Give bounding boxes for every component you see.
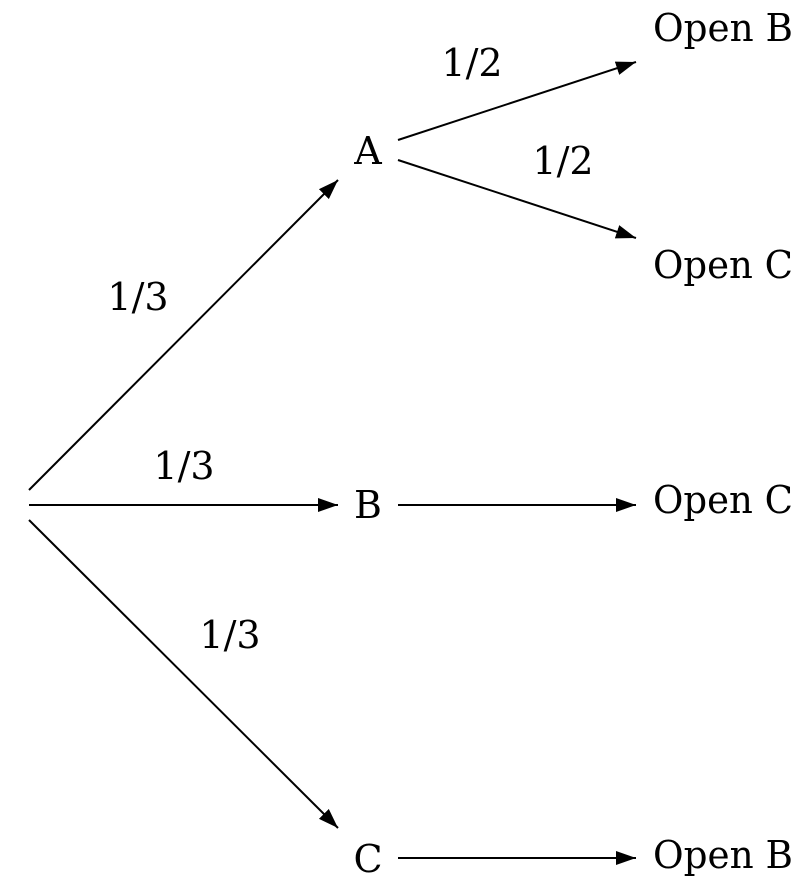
edge-a-to-open-c: [397, 159, 637, 239]
node-c: C: [353, 837, 382, 881]
edge-label-a-to-open-c: 1/2: [532, 139, 593, 183]
edge-label-a-to-open-b: 1/2: [441, 41, 502, 85]
leaf-a-open-c: Open C: [653, 243, 793, 287]
leaf-b-open-c: Open C: [653, 478, 793, 522]
leaf-c-open-b: Open B: [653, 833, 793, 877]
edge-label-root-to-a: 1/3: [107, 275, 168, 319]
node-a: A: [353, 129, 382, 173]
edge-a-to-open-b: [397, 61, 637, 141]
edge-root-to-a: [28, 179, 339, 491]
edge-label-root-to-b: 1/3: [153, 444, 214, 488]
edge-root-to-c: [28, 519, 339, 829]
edge-label-root-to-c: 1/3: [199, 613, 260, 657]
leaf-a-open-b: Open B: [653, 6, 793, 50]
node-b: B: [354, 483, 382, 527]
